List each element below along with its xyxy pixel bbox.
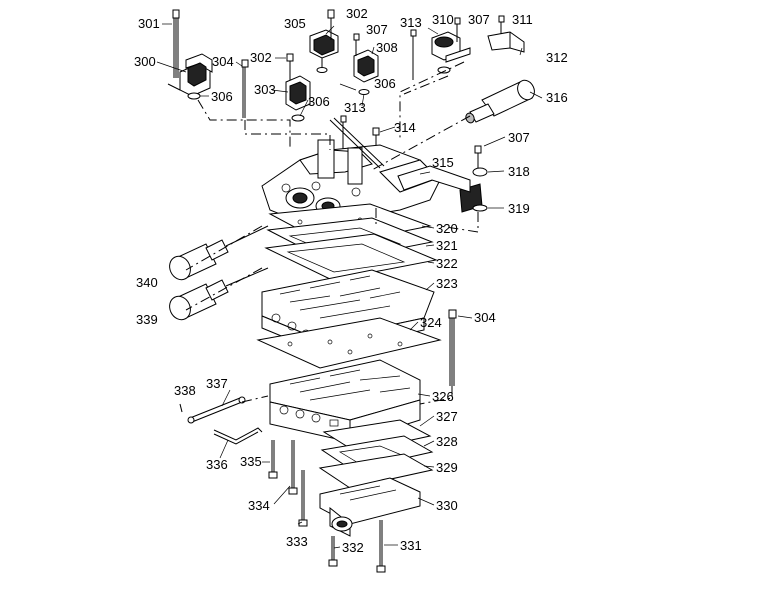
callout-305: 305 [284, 16, 306, 31]
leader-lines [156, 23, 543, 549]
callout-330: 330 [436, 498, 458, 513]
callout-338: 338 [174, 383, 196, 398]
solenoid-303 [285, 75, 311, 122]
gasket-329 [318, 453, 434, 489]
bolt-304-b [448, 309, 457, 386]
callout-331: 331 [400, 538, 422, 553]
bolt-302-b [286, 53, 294, 80]
callout-318: 318 [508, 164, 530, 179]
callout-307-b: 307 [468, 12, 490, 27]
solenoid-305 [309, 29, 339, 73]
housing-330 [319, 477, 421, 537]
callout-336: 336 [206, 457, 228, 472]
valve-pin-337 [187, 396, 246, 424]
bolt-333 [298, 470, 308, 527]
callout-319: 319 [508, 201, 530, 216]
solenoid-310 [431, 31, 471, 74]
solenoid-308 [353, 49, 379, 95]
callout-322: 322 [436, 256, 458, 271]
bolt-335 [268, 440, 278, 479]
gasket-327 [322, 419, 432, 453]
callout-327: 327 [436, 409, 458, 424]
callout-328: 328 [436, 434, 458, 449]
callout-306-a: 306 [211, 89, 233, 104]
clip-338 [179, 403, 183, 413]
callout-306-c: 306 [374, 76, 396, 91]
callout-313-b: 313 [344, 100, 366, 115]
gasket-322 [264, 233, 438, 281]
link-336 [213, 427, 263, 445]
callout-332: 332 [342, 540, 364, 555]
callout-335: 335 [240, 454, 262, 469]
callout-306-b: 306 [308, 94, 330, 109]
callout-313-a: 313 [400, 15, 422, 30]
callout-340: 340 [136, 275, 158, 290]
callout-302-mid: 302 [250, 50, 272, 65]
callout-302-top: 302 [346, 6, 368, 21]
bracket-312 [487, 31, 525, 53]
callout-316: 316 [546, 90, 568, 105]
alignment-lines [185, 61, 479, 405]
callout-323: 323 [436, 276, 458, 291]
callout-303: 303 [254, 82, 276, 97]
solenoid-300 [167, 53, 213, 100]
callout-314: 314 [394, 120, 416, 135]
callout-333: 333 [286, 534, 308, 549]
callout-300: 300 [134, 54, 156, 69]
solenoid-316 [465, 79, 535, 124]
bolt-307-a [353, 33, 360, 56]
callout-324: 324 [420, 315, 442, 330]
callout-307-a: 307 [366, 22, 388, 37]
bolt-304-a [241, 59, 249, 118]
bolt-307-b [454, 17, 461, 42]
callout-315: 315 [432, 155, 454, 170]
callout-337: 337 [206, 376, 228, 391]
callout-326: 326 [432, 389, 454, 404]
bolt-313-a [410, 29, 417, 80]
bolt-334 [288, 440, 298, 495]
bolt-307-c [474, 145, 482, 168]
bolt-332 [328, 536, 338, 567]
callout-307-c: 307 [508, 130, 530, 145]
callout-334: 334 [248, 498, 270, 513]
callout-311: 311 [512, 12, 533, 27]
callout-339: 339 [136, 312, 158, 327]
callout-labels: 301 302 302 305 307 308 313 310 307 311 … [134, 6, 568, 555]
callout-329: 329 [436, 460, 458, 475]
separator-plate-324 [256, 317, 442, 369]
callout-312: 312 [546, 50, 568, 65]
callout-301: 301 [138, 16, 160, 31]
bolt-331 [376, 520, 386, 573]
wire-harness-315 [329, 117, 471, 193]
washer-318 [472, 167, 488, 177]
parts-layer [167, 9, 535, 573]
callout-320: 320 [436, 221, 458, 236]
callout-321: 321 [436, 238, 458, 253]
callout-304-b: 304 [474, 310, 496, 325]
callout-304-a: 304 [212, 54, 234, 69]
callout-310: 310 [432, 12, 454, 27]
callout-308: 308 [376, 40, 398, 55]
